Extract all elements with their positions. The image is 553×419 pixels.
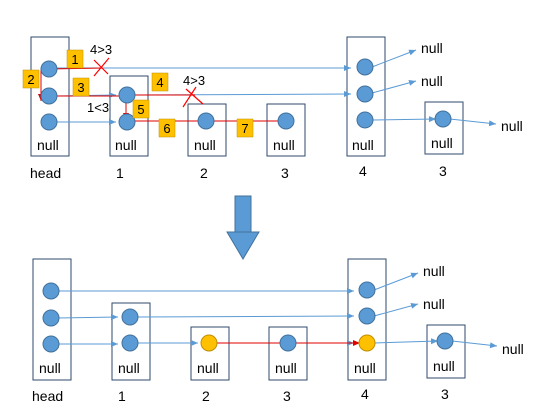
top-column-label-1: 1: [116, 165, 124, 181]
bottom-column-label-head: head: [32, 388, 63, 404]
bottom-4-l3-node: [358, 281, 376, 299]
bottom-4-l1-pointer: [373, 338, 439, 345]
top-4-l2-pointer: [371, 79, 417, 94]
svg-text:7: 7: [241, 121, 248, 136]
top-step-badge-4: 4: [151, 72, 169, 92]
top-cross-mark-2: [182, 86, 204, 108]
top-column-label-4: 4: [359, 163, 367, 179]
bottom-skip-list: null null null null null null null null …: [32, 258, 524, 404]
bottom-3b-l1-node: [436, 332, 454, 350]
top-head-null-label: null: [37, 137, 59, 153]
top-4-l1-pointer: [371, 116, 437, 123]
top-column-label-2: 2: [200, 165, 208, 181]
svg-text:6: 6: [163, 121, 170, 136]
bottom-1-null-label: null: [118, 360, 140, 376]
top-2-l1-node: [197, 112, 215, 130]
top-3-l1-node: [277, 112, 295, 130]
bottom-node-3-box: [268, 326, 308, 381]
top-compare-label-1: 4>3: [90, 42, 112, 57]
bottom-node-2-box: [190, 326, 230, 381]
svg-text:1: 1: [71, 52, 78, 67]
svg-text:3: 3: [77, 80, 84, 95]
top-column-label-head: head: [30, 165, 61, 181]
bottom-4-null-label: null: [354, 360, 376, 376]
bottom-1-l2-pointer: [137, 313, 355, 320]
bottom-3b-l1-null-target: null: [502, 341, 524, 357]
top-3b-l1-node: [434, 110, 452, 128]
top-node-3b-box: [424, 101, 464, 155]
top-2-null-label: null: [194, 137, 216, 153]
top-1-l2-node: [118, 86, 136, 104]
bottom-4-l1-node-highlighted: [358, 334, 376, 352]
bottom-3b-l1-pointer: [451, 340, 498, 349]
top-4-l1-node: [356, 111, 374, 129]
top-4-null-label: null: [352, 137, 374, 153]
bottom-node-3b-box: [426, 324, 466, 379]
bottom-column-label-3: 3: [283, 388, 291, 404]
bottom-3-l1-node: [279, 334, 297, 352]
bottom-head-node-box: [32, 258, 72, 381]
top-head-l3-node: [40, 60, 58, 78]
bottom-head-null-label: null: [39, 360, 61, 376]
bottom-head-l3-node: [42, 282, 60, 300]
bottom-4-l3-null-target: null: [423, 263, 445, 279]
top-3b-null-label: null: [431, 135, 453, 151]
down-arrow-icon: [226, 195, 260, 260]
top-compare-label-2: 1<3: [87, 100, 109, 115]
top-step-badge-2: 2: [22, 69, 40, 89]
bottom-head-l1-node: [42, 335, 60, 353]
bottom-4-l2-pointer: [373, 302, 419, 317]
bottom-head-l2-node: [42, 309, 60, 327]
top-4-l2-null-target: null: [421, 73, 443, 89]
bottom-4-l2-null-target: null: [423, 296, 445, 312]
bottom-4-l2-node: [358, 307, 376, 325]
top-step-badge-1: 1: [66, 49, 84, 69]
bottom-column-label-2: 2: [202, 388, 210, 404]
bottom-node-4-box: [347, 258, 387, 381]
top-step-badge-3: 3: [72, 77, 90, 97]
bottom-2-l1-node-highlighted: [200, 334, 218, 352]
svg-text:2: 2: [27, 72, 34, 87]
bottom-1-l2-node: [121, 308, 139, 326]
bottom-3b-null-label: null: [433, 358, 455, 374]
top-4-l3-node: [356, 58, 374, 76]
top-4-l2-node: [356, 85, 374, 103]
bottom-column-label-4: 4: [361, 386, 369, 402]
top-column-label-3b: 3: [439, 163, 447, 179]
top-1-null-label: null: [115, 137, 137, 153]
top-4-l3-null-target: null: [421, 40, 443, 56]
bottom-3-null-label: null: [275, 360, 297, 376]
top-3b-l1-pointer: [449, 118, 497, 127]
top-compare-label-3: 4>3: [183, 73, 205, 88]
bottom-1-l1-node: [121, 334, 139, 352]
bottom-4-l3-pointer: [373, 272, 419, 291]
bottom-column-label-3b: 3: [441, 386, 449, 402]
svg-text:4: 4: [156, 75, 163, 90]
top-step-badge-5: 5: [132, 99, 150, 119]
top-3b-l1-null-target: null: [501, 118, 523, 134]
svg-text:5: 5: [137, 102, 144, 117]
top-column-label-3: 3: [281, 165, 289, 181]
bottom-column-label-1: 1: [118, 388, 126, 404]
bottom-head-l2-pointer: [57, 314, 119, 321]
top-head-l2-node: [40, 87, 58, 105]
top-step-badge-7: 7: [236, 118, 254, 138]
top-skip-list: 1 2 3 4 5 6 7 4>3 1<3 4>3 nul: [22, 36, 523, 181]
top-cross-mark-1: [93, 57, 110, 77]
top-node-3-box: [266, 103, 306, 157]
top-head-l1-node: [40, 113, 58, 131]
top-4-l3-pointer: [371, 49, 417, 68]
top-step-badge-6: 6: [158, 118, 176, 138]
top-3-null-label: null: [273, 137, 295, 153]
bottom-2-null-label: null: [197, 360, 219, 376]
top-node-2-box: [187, 103, 227, 157]
top-1-l1-node: [118, 113, 136, 131]
